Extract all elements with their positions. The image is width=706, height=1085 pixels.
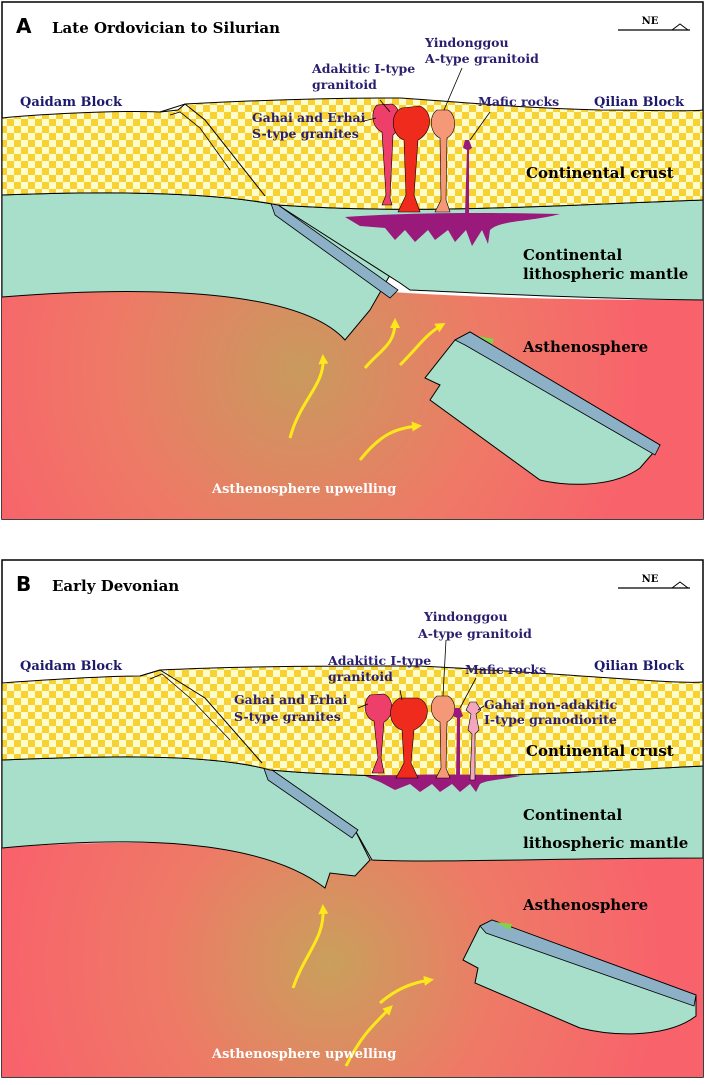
crust-label: Continental crust (526, 164, 674, 182)
compass-ne: NE (618, 16, 690, 31)
panel-a: NE A Late Ordovician to Silurian Qaidam … (1, 1, 704, 520)
asthenosphere-label: Asthenosphere (522, 338, 648, 356)
panel-letter: B (16, 572, 31, 596)
mafic-underplate (365, 774, 520, 792)
s-type-label-line2: S-type granites (234, 709, 341, 724)
asthenosphere (2, 842, 703, 1077)
detached-slab (462, 919, 697, 1035)
non-adakitic-granodiorite (465, 701, 482, 781)
crust-label: Continental crust (526, 742, 674, 760)
detached-slab-edge (479, 919, 697, 1007)
mafic-dyke (463, 140, 472, 215)
continental-crust (1, 665, 704, 777)
s-type-label-line1: Gahai and Erhai (234, 692, 348, 707)
upwelling-label: Asthenosphere upwelling (211, 1047, 396, 1062)
a-type-label-line2: A-type granitoid (417, 626, 532, 641)
mafic-underplate (345, 213, 560, 246)
panel-title: Early Devonian (52, 577, 179, 595)
compass-label: NE (642, 16, 659, 27)
mantle-label-line2: lithospheric mantle (523, 265, 688, 283)
adakitic-label-line2: granitoid (312, 77, 377, 92)
s-type-granites (364, 693, 393, 774)
left-block-label: Qaidam Block (20, 95, 123, 110)
s-type-label-line2: S-type granites (252, 126, 359, 141)
adakitic-granitoid (390, 697, 428, 779)
non-adakitic-label-line2: I-type granodiorite (484, 712, 617, 727)
a-type-label-line1: Yindonggou (424, 35, 509, 50)
detached-slab-edge (454, 331, 661, 456)
upwelling-arrows (291, 904, 434, 1067)
s-type-label-line1: Gahai and Erhai (252, 110, 366, 125)
panel-title: Late Ordovician to Silurian (52, 19, 280, 37)
a-type-granitoid (431, 695, 455, 779)
a-type-label-line2: A-type granitoid (424, 51, 539, 66)
upwelling-arrows (288, 318, 446, 461)
mafic-label: Mafic rocks (478, 94, 559, 109)
compass-label: NE (642, 574, 659, 585)
upwelling-label: Asthenosphere upwelling (211, 482, 396, 497)
mafic-dyke (453, 708, 463, 780)
asthenosphere-label: Asthenosphere (522, 896, 648, 914)
adakitic-label-line2: granitoid (328, 669, 393, 684)
a-type-label-line1: Yindonggou (423, 609, 508, 624)
mantle-label-line1: Continental (523, 246, 622, 264)
adakitic-label-line1: Adakitic I-type (327, 653, 431, 668)
panel-b: NE B Early Devonian Qaidam Block Qilian … (1, 559, 704, 1078)
left-block-label: Qaidam Block (20, 659, 123, 674)
mantle-label-line2: lithospheric mantle (523, 834, 688, 852)
adakitic-granitoid (392, 105, 430, 213)
panel-letter: A (16, 14, 32, 38)
mafic-label: Mafic rocks (465, 662, 546, 677)
detached-slab (424, 331, 661, 485)
right-block-label: Qilian Block (594, 95, 685, 110)
non-adakitic-label-line1: Gahai non-adakitic (484, 697, 618, 712)
compass-ne: NE (618, 574, 690, 589)
a-type-granitoid (431, 109, 455, 213)
mantle-label-line1: Continental (523, 806, 622, 824)
adakitic-label-line1: Adakitic I-type (311, 61, 415, 76)
right-block-label: Qilian Block (594, 659, 685, 674)
